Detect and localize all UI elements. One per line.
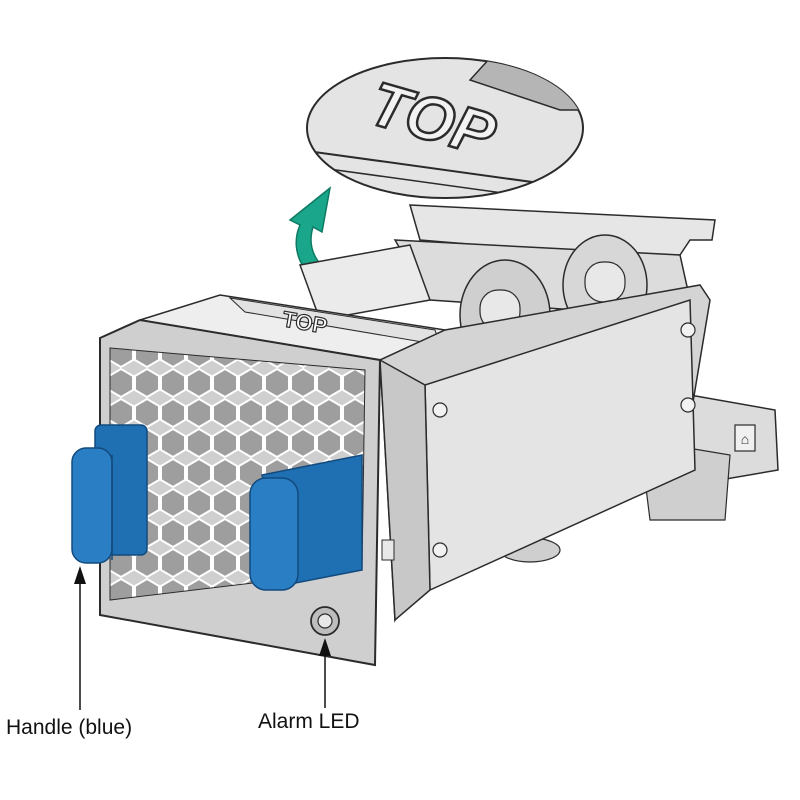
callout-led [319,638,331,708]
side-panel [379,284,711,623]
callout-handle [74,566,86,710]
handle-left [71,424,148,564]
top-marking-zoom-bubble: TOP [306,57,584,199]
alarm-led-label: Alarm LED [258,710,360,733]
led-indicator-icon [310,606,340,636]
handle-right [249,454,363,591]
handle-label: Handle (blue) [6,716,133,739]
svg-text:⌂: ⌂ [741,431,749,447]
